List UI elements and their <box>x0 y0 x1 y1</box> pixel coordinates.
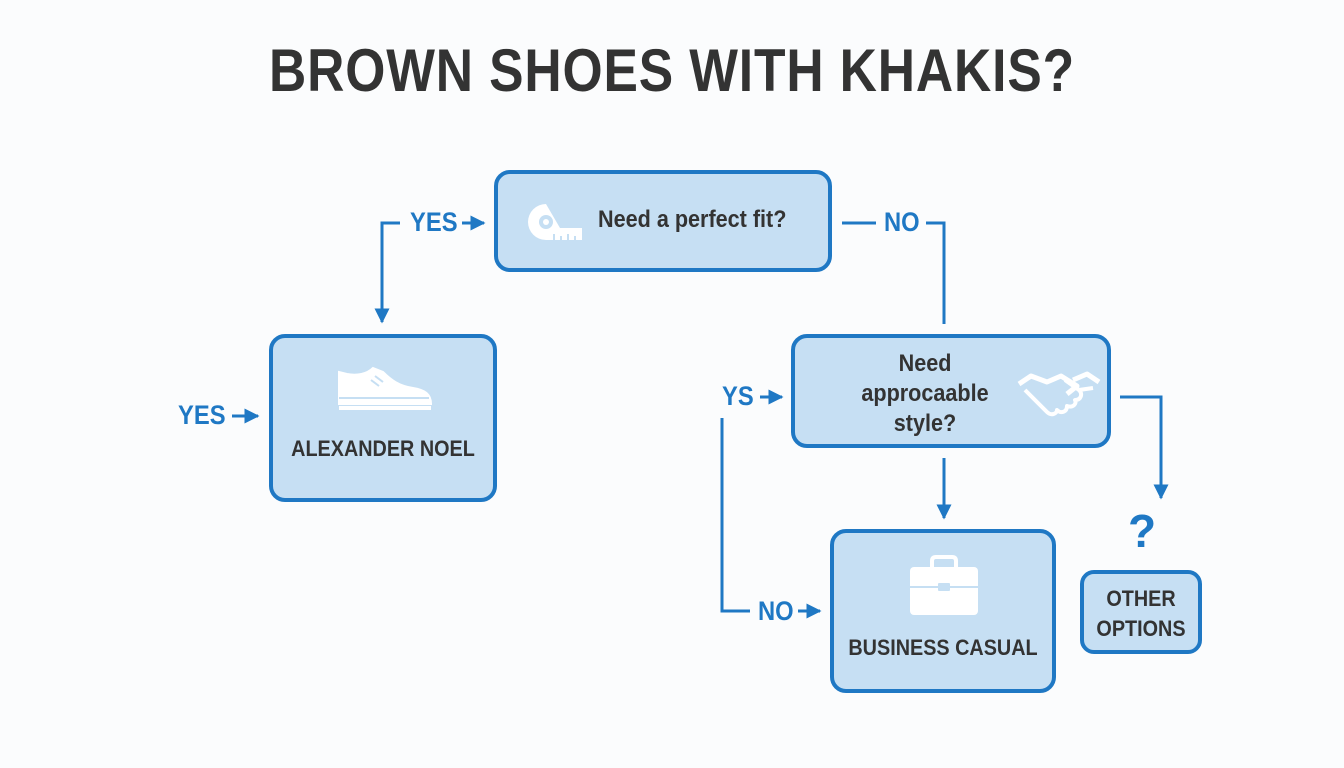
measuring-tape-icon <box>528 204 582 240</box>
node-alexander-noel-label: ALEXANDER NOEL <box>291 436 475 461</box>
node-approachable-line1: Need <box>898 350 952 377</box>
node-perfect-fit: Need a perfect fit? <box>494 170 832 272</box>
node-approachable-style: Need approcaable style? <box>791 334 1111 448</box>
edge-fit-no-right <box>926 221 946 324</box>
diagram-title: BROWN SHOES WITH KHAKIS? <box>268 37 1076 104</box>
node-business-casual-label: BUSINESS CASUAL <box>848 635 1038 660</box>
edge-label-fit-yes: YES <box>410 207 458 237</box>
edge-label-approachable-yes: YS <box>722 381 754 411</box>
briefcase-icon <box>910 555 978 615</box>
node-perfect-fit-label: Need a perfect fit? <box>598 206 787 233</box>
node-other-options: OTHER OPTIONS <box>1080 570 1202 654</box>
edge-fit-yes <box>374 221 400 324</box>
node-business-casual: BUSINESS CASUAL <box>830 529 1056 693</box>
edge-label-fit-no: NO <box>884 207 920 237</box>
edge-approachable-no <box>720 418 750 613</box>
node-other-options-line2: OPTIONS <box>1096 616 1186 641</box>
node-other-options-line1: OTHER <box>1106 586 1176 611</box>
handshake-icon <box>1017 371 1101 417</box>
node-approachable-line2: approcaable <box>861 380 989 407</box>
node-approachable-line3: style? <box>893 410 957 437</box>
edge-approachable-other <box>1120 395 1169 500</box>
shoe-icon <box>338 366 433 410</box>
edge-label-alexander-in: YES <box>178 400 226 430</box>
edge-label-approachable-no: NO <box>758 596 794 626</box>
question-mark: ? <box>1127 505 1157 557</box>
node-alexander-noel: ALEXANDER NOEL <box>269 334 497 502</box>
